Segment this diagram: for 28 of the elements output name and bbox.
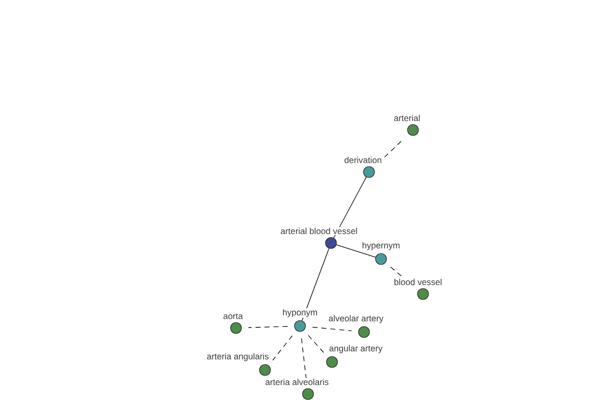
node-circle xyxy=(230,322,242,334)
dashed-line xyxy=(308,334,324,354)
node-circle xyxy=(375,253,387,265)
dashed-line xyxy=(312,326,352,332)
node-label: arterial xyxy=(392,114,422,122)
node-circle xyxy=(358,326,370,338)
node-label: alveolar artery xyxy=(328,314,384,324)
node-label: hyponym xyxy=(282,308,318,318)
connector-line xyxy=(302,248,330,321)
node-circle xyxy=(294,320,306,332)
node-label: hypernym xyxy=(361,241,401,251)
node-label: derivation xyxy=(343,156,383,164)
node-circle xyxy=(363,166,375,178)
node-circle xyxy=(417,288,429,300)
node-circle xyxy=(302,388,314,400)
node-label: arterial blood vessel xyxy=(280,226,358,235)
node-circle xyxy=(407,124,419,136)
dashed-line xyxy=(272,335,293,361)
node-circle xyxy=(326,356,338,368)
node-label: blood vessel xyxy=(393,278,443,286)
node-label: angular artery xyxy=(328,344,384,354)
node-label: arteria alveolaris xyxy=(264,378,330,386)
node-circle xyxy=(325,237,337,249)
node-label: aorta xyxy=(222,312,244,320)
connector-line xyxy=(336,244,376,258)
node-circle xyxy=(259,364,271,376)
node-label: arteria angularis xyxy=(206,352,270,362)
dashed-line xyxy=(248,326,288,328)
